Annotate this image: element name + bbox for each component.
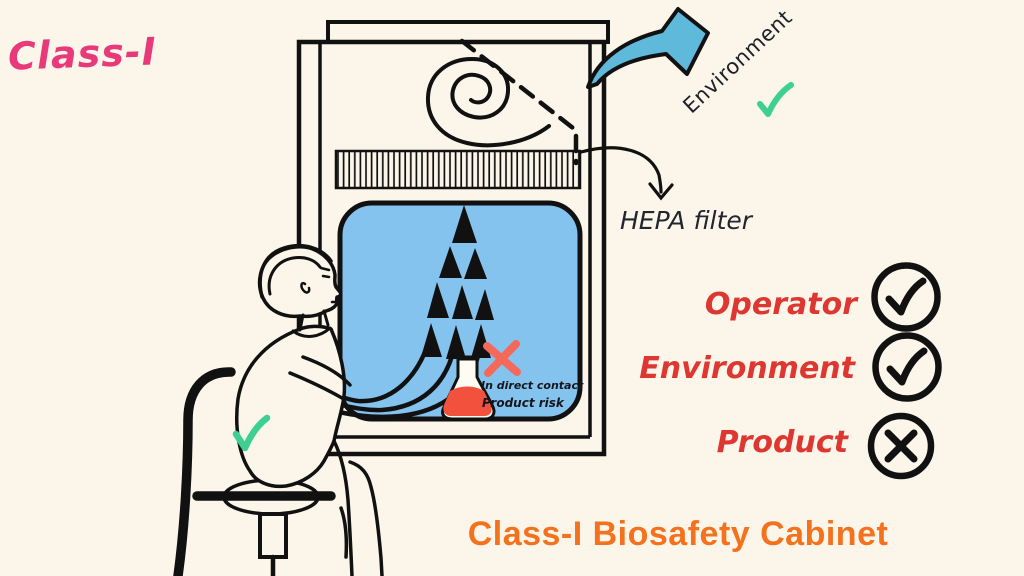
exhaust-arrow-icon bbox=[586, 7, 710, 89]
hepa-pointer-arrow bbox=[579, 146, 674, 201]
ear bbox=[300, 282, 311, 294]
environment-status-check-circle-icon bbox=[872, 332, 942, 402]
class-label: Class-I bbox=[7, 29, 158, 79]
cabinet-lid bbox=[326, 20, 610, 44]
collar bbox=[291, 326, 332, 338]
caption-title: Class-I Biosafety Cabinet bbox=[467, 515, 889, 553]
protection-label-operator: Operator bbox=[704, 287, 857, 322]
operator-head bbox=[257, 243, 343, 338]
hepa-filter-label: HEPA filter bbox=[620, 206, 753, 235]
protection-label-environment: Environment bbox=[639, 351, 855, 386]
airflow-triangles bbox=[421, 205, 494, 359]
protection-label-product: Product bbox=[716, 425, 848, 460]
product-status-cross-circle-icon bbox=[867, 412, 935, 480]
operator-check-icon bbox=[232, 414, 271, 452]
operator-figure bbox=[234, 324, 347, 489]
environment-check-icon bbox=[757, 82, 794, 117]
flask-icon bbox=[441, 355, 496, 421]
product-risk-note: Product risk bbox=[482, 396, 564, 410]
exhaust-dashed-line bbox=[459, 38, 579, 166]
direct-contact-note: In direct contact bbox=[481, 379, 584, 392]
fan-icon bbox=[425, 56, 551, 148]
operator-legs bbox=[332, 439, 384, 576]
operator-arms bbox=[288, 355, 352, 400]
product-risk-cross-icon bbox=[483, 340, 521, 377]
stool-frame bbox=[173, 367, 336, 576]
operator-status-check-circle-icon bbox=[871, 262, 941, 332]
hepa-filter bbox=[334, 149, 582, 190]
